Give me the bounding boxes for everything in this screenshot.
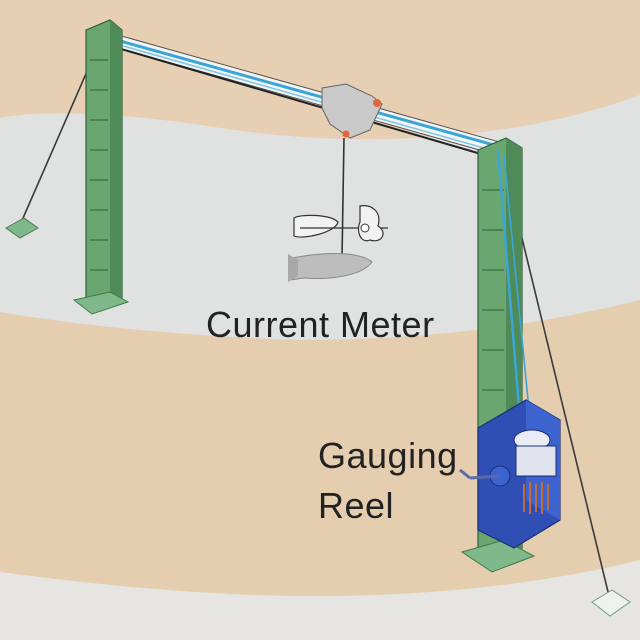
- lower-cable: [103, 43, 489, 157]
- left-tower-side: [110, 20, 122, 306]
- sounding-weight: [288, 253, 373, 282]
- left-anchor-plate: [5, 217, 39, 239]
- water-band-lower: [0, 560, 640, 640]
- reel-cable-blue-2: [503, 155, 531, 421]
- traveler-pulley-red-lower: [342, 130, 350, 138]
- left-tower-base: [72, 291, 130, 315]
- secondary-cable: [101, 39, 513, 157]
- gauging-reel-device: [477, 399, 561, 549]
- sand-band-top: [0, 0, 640, 140]
- right-anchor-plate: [591, 589, 631, 617]
- main-cable: [101, 34, 513, 152]
- right-tower-base: [460, 539, 536, 573]
- suspension-line: [341, 137, 345, 259]
- reel-drum-coils: [523, 482, 549, 514]
- left-tower-rungs: [90, 59, 108, 271]
- gauging-reel-label-line1: Gauging: [318, 435, 458, 476]
- reel-crank-handle: [459, 468, 501, 480]
- current-meter-instrument: [293, 205, 388, 242]
- current-meter-label: Current Meter: [206, 304, 435, 345]
- traveler-pulley-red: [373, 99, 381, 107]
- gauging-reel-label-line2: Reel: [318, 485, 395, 526]
- right-guy-wire: [519, 229, 611, 601]
- left-guy-wire: [19, 59, 93, 226]
- reel-cable-blue: [496, 149, 522, 421]
- cable-traveler: [321, 83, 383, 139]
